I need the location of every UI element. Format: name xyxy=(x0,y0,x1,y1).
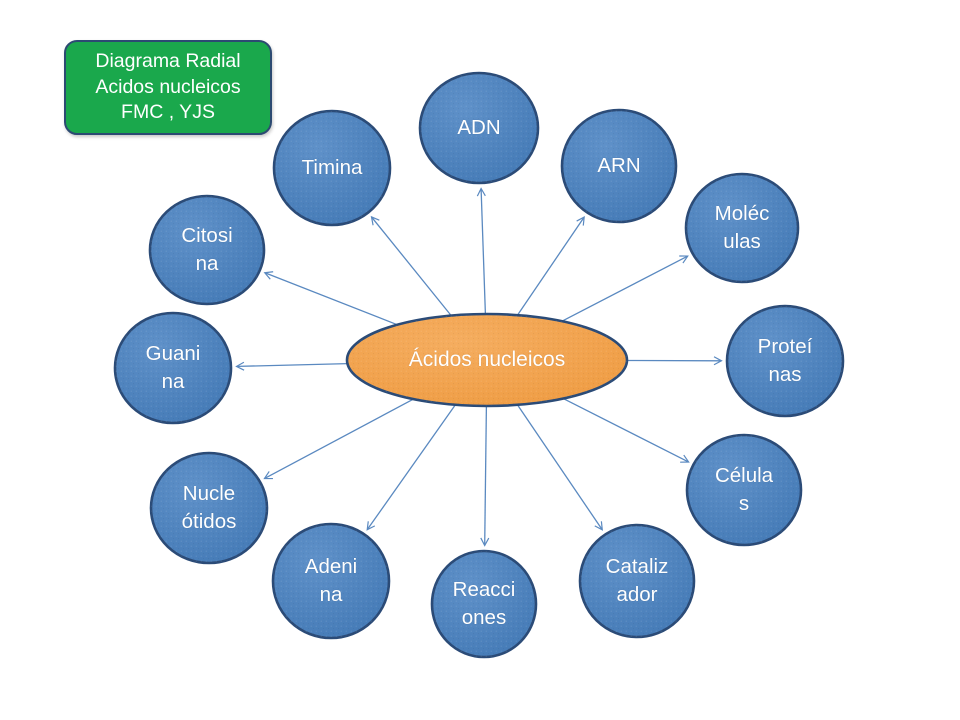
title-line-3: FMC , YJS xyxy=(121,101,215,124)
connector-timina xyxy=(370,215,452,316)
connector-guanina xyxy=(235,361,348,371)
node-adn[interactable] xyxy=(418,71,540,185)
connector-reacciones xyxy=(480,405,490,547)
title-line-1: Diagrama Radial xyxy=(95,50,241,73)
connector-nucleotidos xyxy=(263,398,414,480)
node-layer xyxy=(113,71,845,659)
connector-adn xyxy=(476,187,487,315)
node-proteinas[interactable] xyxy=(725,304,845,418)
node-arn[interactable] xyxy=(560,108,678,224)
node-celulas[interactable] xyxy=(685,433,803,547)
connector-catalizador xyxy=(516,404,603,531)
connector-celulas xyxy=(563,398,690,463)
node-adenina[interactable] xyxy=(271,522,391,640)
center-node[interactable] xyxy=(345,312,629,408)
node-catalizador[interactable] xyxy=(578,523,696,639)
node-reacciones[interactable] xyxy=(430,549,538,659)
title-box: Diagrama Radial Acidos nucleicos FMC , Y… xyxy=(64,40,272,135)
node-nucleotidos[interactable] xyxy=(149,451,269,565)
node-moleculas[interactable] xyxy=(684,172,800,284)
node-citosina[interactable] xyxy=(148,194,266,306)
connector-arn xyxy=(516,216,585,316)
connector-adenina xyxy=(366,404,456,531)
connector-layer xyxy=(235,187,723,547)
node-guanina[interactable] xyxy=(113,311,233,425)
connector-moleculas xyxy=(561,255,689,322)
node-timina[interactable] xyxy=(272,109,392,227)
title-line-2: Acidos nucleicos xyxy=(95,75,241,98)
connector-citosina xyxy=(263,271,398,326)
